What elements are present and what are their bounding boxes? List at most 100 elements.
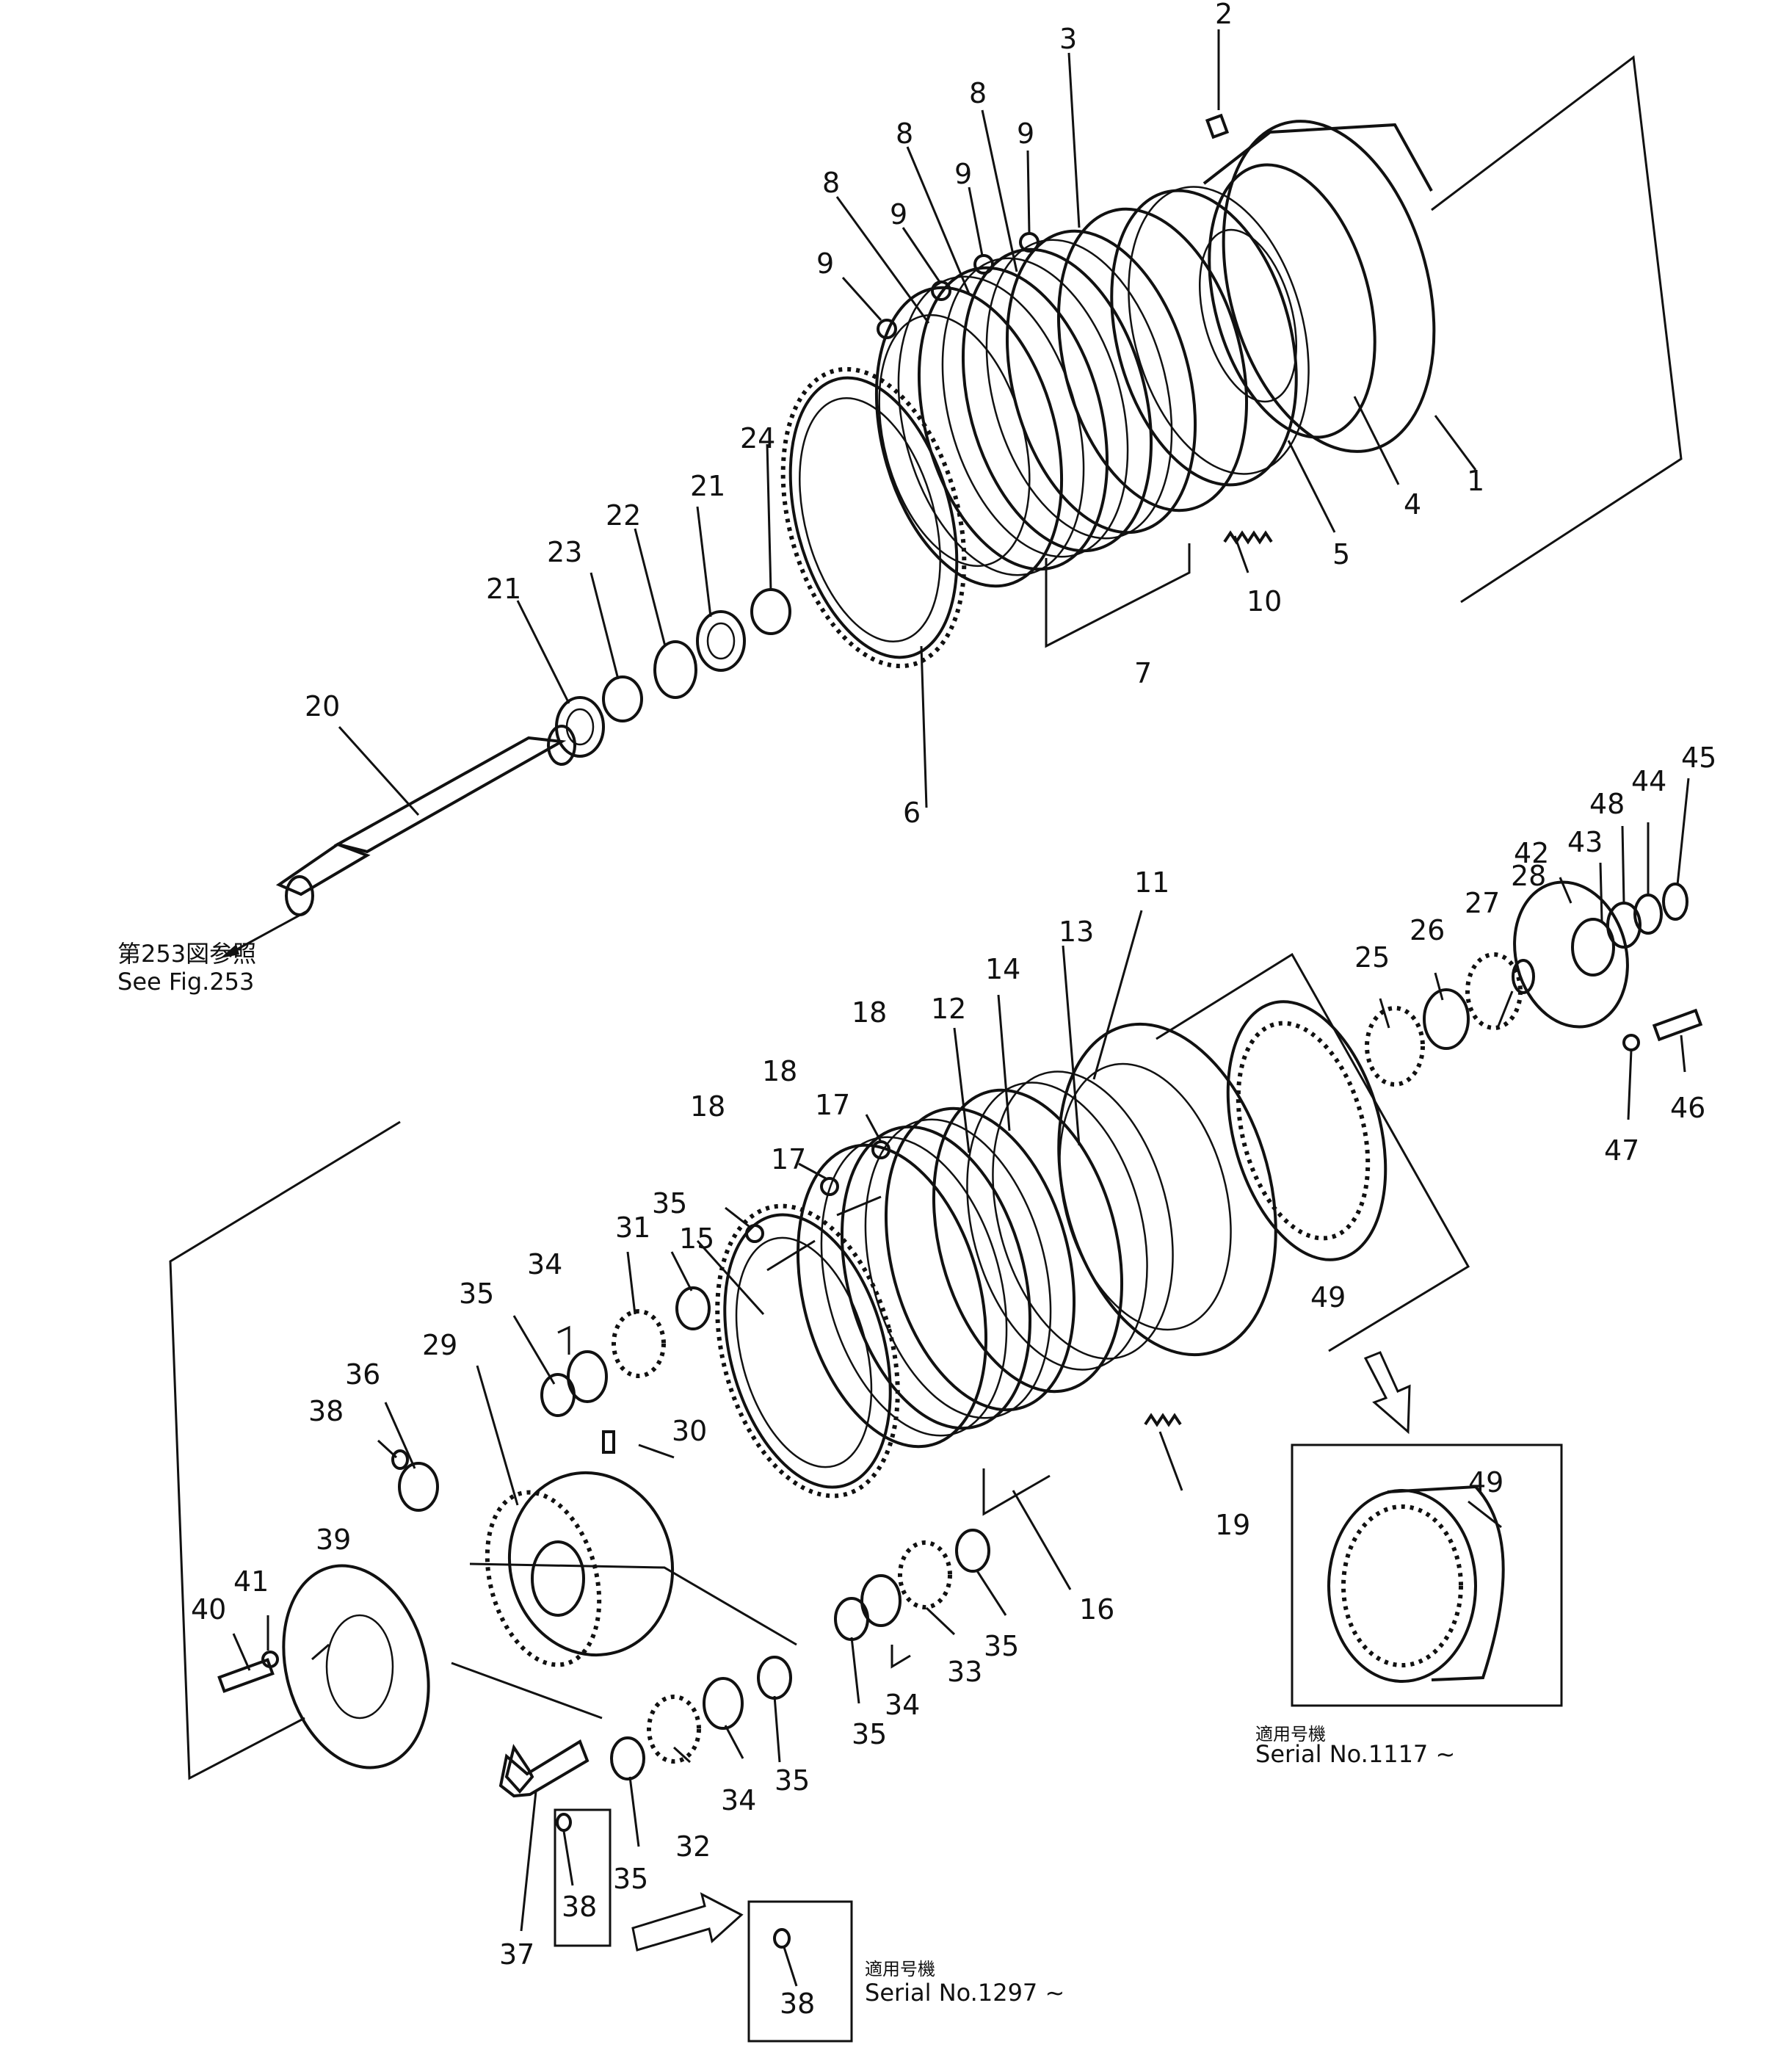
- part-label: 18: [762, 1055, 797, 1087]
- part-label: 22: [606, 499, 641, 532]
- leader-line: [1621, 825, 1625, 904]
- leader-line: [1627, 1049, 1633, 1120]
- part-label: 35: [613, 1863, 648, 1895]
- part-label: 7: [1134, 657, 1152, 689]
- leader-line: [670, 1251, 693, 1291]
- gear-part-32: [647, 1695, 701, 1764]
- part-label: 5: [1332, 538, 1350, 570]
- bearing-part-34: [703, 1677, 744, 1730]
- spring-part-19: [1144, 1413, 1182, 1427]
- part-label: 36: [345, 1358, 380, 1391]
- leader-line: [1468, 1500, 1502, 1529]
- part-label: 48: [1589, 788, 1625, 820]
- cover-part-39: [282, 1564, 430, 1769]
- part-label: 4: [1404, 488, 1421, 521]
- leader-line: [975, 1569, 1007, 1616]
- part-label: 35: [459, 1278, 494, 1310]
- leader-line: [638, 1443, 675, 1459]
- leader-line: [628, 1776, 640, 1847]
- leader-line: [841, 276, 882, 322]
- carrier-part-29: [485, 1471, 675, 1667]
- bearing-part-34: [860, 1574, 902, 1627]
- part-label: 16: [1079, 1593, 1114, 1626]
- leader-line: [773, 1695, 781, 1763]
- leader-line: [1496, 990, 1514, 1029]
- collar-part-22: [653, 640, 697, 699]
- see-ref-jp: 第253図参照: [117, 940, 256, 968]
- arrow-right-icon: [631, 1892, 744, 1952]
- part-label: 24: [740, 422, 775, 454]
- part-label: 29: [422, 1329, 457, 1361]
- leader-line: [672, 1746, 692, 1764]
- bracket-7: [1045, 543, 1191, 648]
- leader-line: [516, 600, 570, 704]
- leader-line: [798, 1162, 827, 1180]
- leader-line: [724, 1725, 744, 1759]
- part-label: 20: [305, 690, 340, 722]
- part-label: 43: [1567, 826, 1603, 858]
- part-label: 32: [675, 1830, 711, 1863]
- leader-line: [968, 186, 984, 256]
- leader-line: [590, 572, 620, 680]
- part-label: 31: [615, 1211, 650, 1244]
- leader-line: [1012, 1490, 1072, 1590]
- clutch-pack-part-7: [874, 229, 1197, 588]
- part-label: 2: [1215, 0, 1233, 30]
- washer-part-35: [675, 1286, 711, 1330]
- inset-ring-part-49: [1327, 1485, 1505, 1683]
- leader-line: [850, 1637, 860, 1704]
- clutch-pack-part-16: [796, 1106, 1076, 1449]
- snap-ring-part-9: [931, 280, 951, 301]
- leader-line: [377, 1439, 398, 1459]
- leader-line: [1092, 910, 1143, 1080]
- ring-part-28: [1512, 959, 1535, 994]
- part-label: 11: [1134, 866, 1169, 899]
- washer-part-35: [834, 1597, 869, 1641]
- part-label: 26: [1410, 914, 1445, 946]
- snap-ring-part-9: [877, 319, 897, 339]
- bracket-37: [451, 1662, 603, 1720]
- shaft-part-37-body: [498, 1739, 590, 1798]
- leader-line: [311, 1643, 330, 1661]
- part-label: 13: [1059, 916, 1094, 948]
- housing-part-1: [1198, 120, 1436, 453]
- part-label: 37: [499, 1938, 534, 1971]
- leader-line: [1434, 415, 1477, 471]
- gear-part-33: [898, 1540, 952, 1609]
- part-label: 17: [815, 1089, 850, 1121]
- bolt-part-46: [1652, 1008, 1703, 1042]
- washer-part-44: [1633, 894, 1663, 935]
- leader-line: [634, 528, 667, 647]
- pin-part-38: [556, 1813, 572, 1832]
- leader-line: [865, 1114, 882, 1142]
- part-label: 38: [308, 1395, 344, 1427]
- leader-line: [562, 1830, 574, 1886]
- part-label: 40: [191, 1593, 226, 1626]
- applicable-jp-1297: 適用号機: [865, 1959, 935, 1979]
- see-ref-arrowhead: [220, 944, 239, 958]
- part-label: 38: [562, 1891, 597, 1923]
- bearing-part-21-upper: [696, 610, 746, 672]
- part-label: 49: [1310, 1281, 1346, 1314]
- part-label: 45: [1681, 742, 1716, 774]
- gear-part-31: [612, 1309, 666, 1378]
- leader-line: [902, 227, 941, 283]
- part-label: 6: [903, 797, 921, 829]
- leader-line: [1434, 972, 1444, 1001]
- part-label: 35: [775, 1764, 810, 1797]
- leader-line: [696, 506, 712, 617]
- snap-ring-part-45: [1662, 883, 1688, 921]
- leader-line: [1680, 1035, 1686, 1073]
- leader-line: [512, 1315, 556, 1385]
- part-label: 12: [931, 993, 966, 1025]
- washer-part-35: [540, 1373, 576, 1417]
- serial-1117: Serial No.1117 ~: [1255, 1740, 1455, 1768]
- leader-line: [906, 146, 971, 294]
- part-label: 3: [1059, 23, 1077, 55]
- ring-part-49: [1226, 1000, 1387, 1261]
- upper-frame-bracket: [1431, 55, 1683, 604]
- washer-part-41: [261, 1651, 279, 1668]
- ring-gear-part-6: [780, 366, 967, 669]
- plate-part-3: [1056, 207, 1249, 512]
